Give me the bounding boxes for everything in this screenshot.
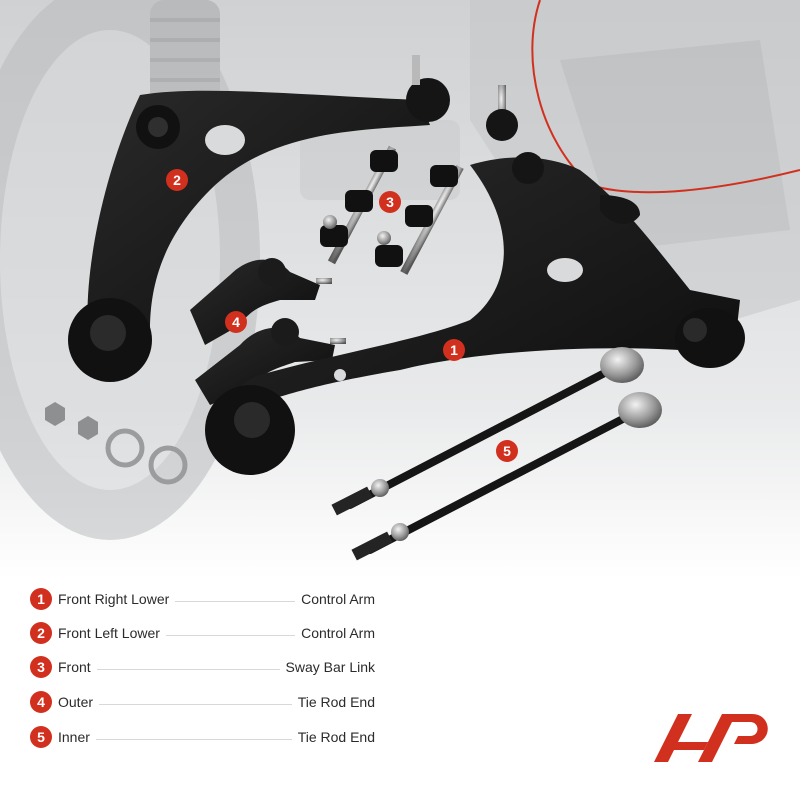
legend-row: 1 Front Right Lower Control Arm xyxy=(30,588,375,612)
legend-row: 2 Front Left Lower Control Arm xyxy=(30,622,375,646)
legend-part-position: Front xyxy=(58,659,97,675)
leader-line xyxy=(58,601,375,602)
legend-number: 3 xyxy=(30,656,52,678)
callout-badge-5: 5 xyxy=(496,440,518,462)
control-arm-left xyxy=(68,55,450,382)
product-photo xyxy=(0,0,800,580)
leader-line xyxy=(58,635,375,636)
brand-logo-icon xyxy=(654,714,768,762)
hardware-nuts-washers xyxy=(45,402,188,485)
legend-part-position: Front Left Lower xyxy=(58,625,166,641)
callout-badge-2: 2 xyxy=(166,169,188,191)
legend-row: 4 Outer Tie Rod End xyxy=(30,691,375,715)
callout-badge-4: 4 xyxy=(225,311,247,333)
legend-part-position: Front Right Lower xyxy=(58,591,176,607)
control-arm-right xyxy=(205,85,745,475)
outer-tie-rod-ends xyxy=(190,258,346,405)
callout-badge-3: 3 xyxy=(379,191,401,213)
legend-number: 5 xyxy=(30,726,52,748)
leader-line xyxy=(58,704,375,705)
inner-tie-rod-ends xyxy=(331,347,662,561)
callout-badge-1: 1 xyxy=(443,339,465,361)
legend-part-name: Tie Rod End xyxy=(291,729,375,745)
legend-part-name: Control Arm xyxy=(295,625,375,641)
legend-part-name: Sway Bar Link xyxy=(279,659,375,675)
legend-number: 4 xyxy=(30,691,52,713)
legend-row: 3 Front Sway Bar Link xyxy=(30,656,375,680)
legend-number: 2 xyxy=(30,622,52,644)
sway-bar-links xyxy=(320,145,464,275)
leader-line xyxy=(58,669,375,670)
legend-part-position: Inner xyxy=(58,729,96,745)
legend-number: 1 xyxy=(30,588,52,610)
legend-part-name: Tie Rod End xyxy=(291,694,375,710)
leader-line xyxy=(58,739,375,740)
legend-part-position: Outer xyxy=(58,694,100,710)
legend-row: 5 Inner Tie Rod End xyxy=(30,726,375,750)
legend-part-name: Control Arm xyxy=(295,591,375,607)
